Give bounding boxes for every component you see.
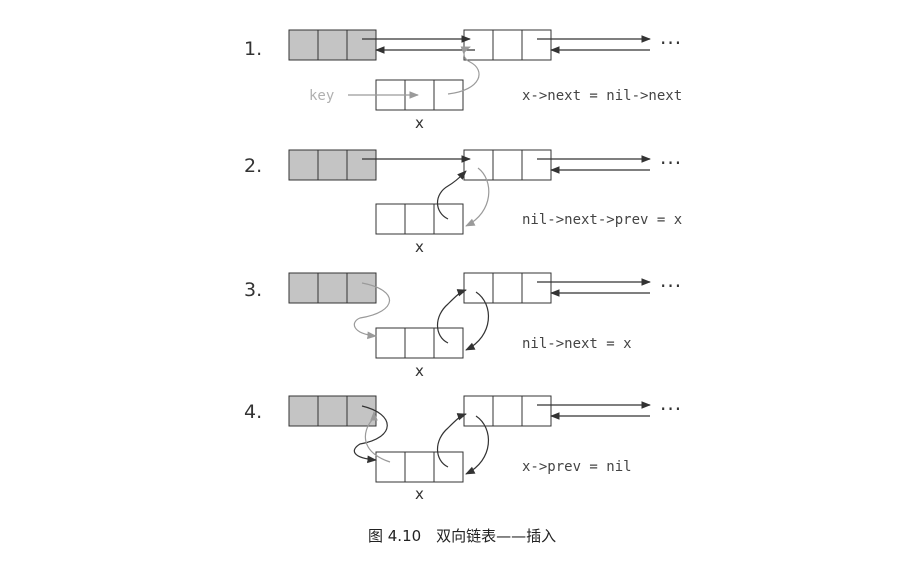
node-label-x: x [415, 114, 424, 132]
list-prev-pointer-arrow [465, 415, 489, 475]
key-label: key [309, 88, 334, 104]
step-number: 1. [244, 38, 262, 60]
new-next-pointer-arrow [436, 289, 467, 344]
new-prev-pointer-arrow [364, 411, 391, 463]
sentinel-node [288, 395, 377, 427]
sentinel-node [288, 29, 377, 61]
new-node-x [375, 327, 464, 359]
node-label-x: x [415, 238, 424, 256]
node-label-x: x [415, 362, 424, 380]
step-number: 4. [244, 401, 262, 423]
step-number: 3. [244, 279, 262, 301]
new-prev-pointer-arrow [465, 291, 489, 351]
ellipsis: ··· [660, 274, 682, 298]
list-node [463, 272, 552, 304]
new-next-pointer-arrow [447, 46, 480, 95]
step-2: 2. ··· x nil->next->prev = x [244, 149, 682, 256]
code-statement: x->prev = nil [522, 459, 632, 475]
code-statement: nil->next->prev = x [522, 212, 682, 228]
ellipsis: ··· [660, 151, 682, 175]
node-label-x: x [415, 485, 424, 503]
list-node [463, 149, 552, 181]
code-statement: x->next = nil->next [522, 88, 682, 104]
ellipsis: ··· [660, 397, 682, 421]
list-node [463, 29, 552, 61]
figure-caption: 图 4.10 双向链表——插入 [368, 527, 556, 545]
step-number: 2. [244, 155, 262, 177]
sentinel-next-pointer-arrow [353, 405, 388, 464]
new-prev-pointer-arrow [465, 167, 490, 227]
sentinel-node [288, 272, 377, 304]
sentinel-next-pointer-arrow [353, 282, 391, 340]
step-4: 4. ··· x x->prev = nil [244, 395, 682, 503]
ellipsis: ··· [660, 31, 682, 55]
new-node-x [375, 203, 464, 235]
sentinel-node [288, 149, 377, 181]
step-1: 1. ··· key x x->next = nil->next [244, 29, 682, 132]
step-3: 3. ··· x nil->next = x [244, 272, 682, 380]
new-node-x [375, 451, 464, 483]
new-next-pointer-arrow [436, 170, 467, 220]
new-next-pointer-arrow [436, 413, 467, 468]
list-node [463, 395, 552, 427]
code-statement: nil->next = x [522, 336, 632, 352]
